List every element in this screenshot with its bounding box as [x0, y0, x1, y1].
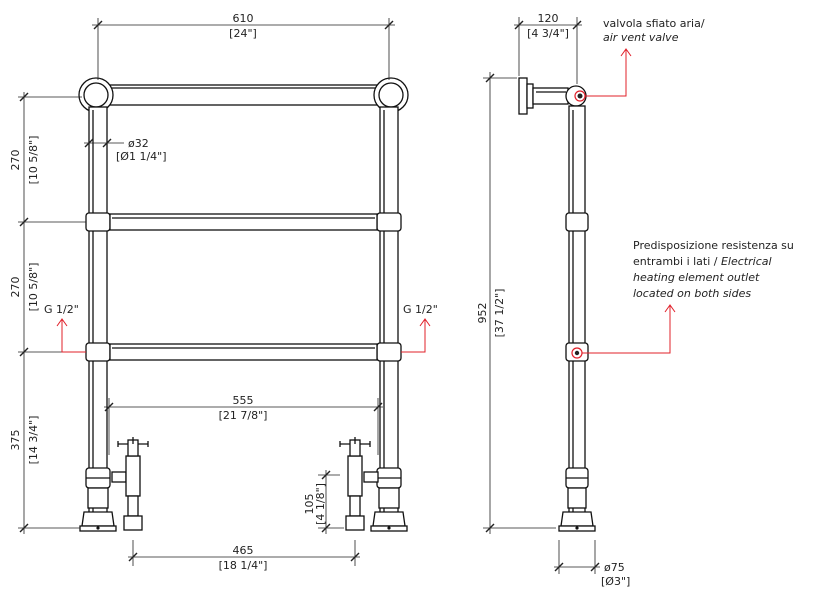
- heating-label-line2: entrambi i lati / Electrical: [633, 255, 772, 268]
- side-view: valvola sfiato aria/ air vent valve Pred…: [476, 12, 794, 588]
- heating-label-line3: heating element outlet: [633, 271, 760, 284]
- heating-label-line2-en: Electrical: [721, 255, 772, 268]
- connection-right-label: G 1/2": [403, 303, 438, 316]
- heating-element-marker: [571, 304, 676, 359]
- front-view: 610 [24"] 270 [10 5/8"] 270 [10 5/8"] 37…: [9, 12, 438, 572]
- total-height-in: [37 1/2"]: [493, 289, 506, 338]
- left-upright: [79, 106, 117, 532]
- top-rail: [99, 84, 393, 106]
- spacing-top-in: [10 5/8"]: [27, 136, 40, 185]
- dimension-valve-height: 105 [4 1/8"]: [303, 470, 344, 534]
- valve-height-mm: 105: [303, 494, 316, 515]
- valve-spacing-in: [18 1/4"]: [219, 559, 268, 572]
- dimension-inner-width: 555 [21 7/8"]: [104, 394, 383, 455]
- overall-width-in: [24"]: [229, 27, 257, 40]
- heating-label-line2-it: entrambi i lati /: [633, 255, 721, 268]
- left-valve: [111, 437, 149, 531]
- air-vent-label-it: valvola sfiato aria/: [603, 17, 705, 30]
- foot-diameter-mm: ø75: [604, 561, 625, 574]
- air-vent-marker: [574, 48, 632, 102]
- depth-in: [4 3/4"]: [527, 27, 569, 40]
- wall-bracket: [518, 77, 587, 115]
- dimension-depth: 120 [4 3/4"]: [514, 12, 582, 84]
- depth-mm: 120: [538, 12, 559, 25]
- middle-rail: [109, 213, 378, 231]
- side-upright: [558, 105, 596, 532]
- spacing-top-mm: 270: [9, 150, 22, 171]
- dimension-pipe-diameter: ø32 [Ø1 1/4"]: [84, 137, 167, 163]
- heating-label-line4: located on both sides: [633, 287, 751, 300]
- connection-left-annotation: G 1/2": [44, 303, 86, 353]
- foot-diameter-in: [Ø3"]: [601, 575, 630, 588]
- height-bottom-in: [14 3/4"]: [27, 416, 40, 465]
- overall-width-mm: 610: [233, 12, 254, 25]
- dimension-foot-diameter: ø75 [Ø3"]: [554, 540, 630, 588]
- spacing-mid-mm: 270: [9, 277, 22, 298]
- inner-width-mm: 555: [233, 394, 254, 407]
- valve-spacing-mm: 465: [233, 544, 254, 557]
- dimension-overall-width: 610 [24"]: [92, 12, 395, 80]
- spacing-mid-in: [10 5/8"]: [27, 263, 40, 312]
- connection-right-annotation: G 1/2": [401, 303, 438, 353]
- right-upright: [370, 106, 408, 532]
- heating-label-line1: Predisposizione resistenza su: [633, 239, 794, 252]
- dimension-total-height: 952 [37 1/2"]: [476, 72, 556, 534]
- connection-left-label: G 1/2": [44, 303, 79, 316]
- height-bottom-mm: 375: [9, 430, 22, 451]
- dimension-vertical-chain: [18, 92, 86, 534]
- dimension-valve-spacing: 465 [18 1/4"]: [128, 540, 360, 572]
- pipe-diameter-in: [Ø1 1/4"]: [116, 150, 167, 163]
- inner-width-in: [21 7/8"]: [219, 409, 268, 422]
- right-valve: [339, 437, 379, 531]
- valve-height-in: [4 1/8"]: [314, 483, 327, 525]
- bottom-rail: [109, 343, 378, 361]
- pipe-diameter-mm: ø32: [128, 137, 149, 150]
- total-height-mm: 952: [476, 303, 489, 324]
- air-vent-label-en: air vent valve: [603, 31, 679, 44]
